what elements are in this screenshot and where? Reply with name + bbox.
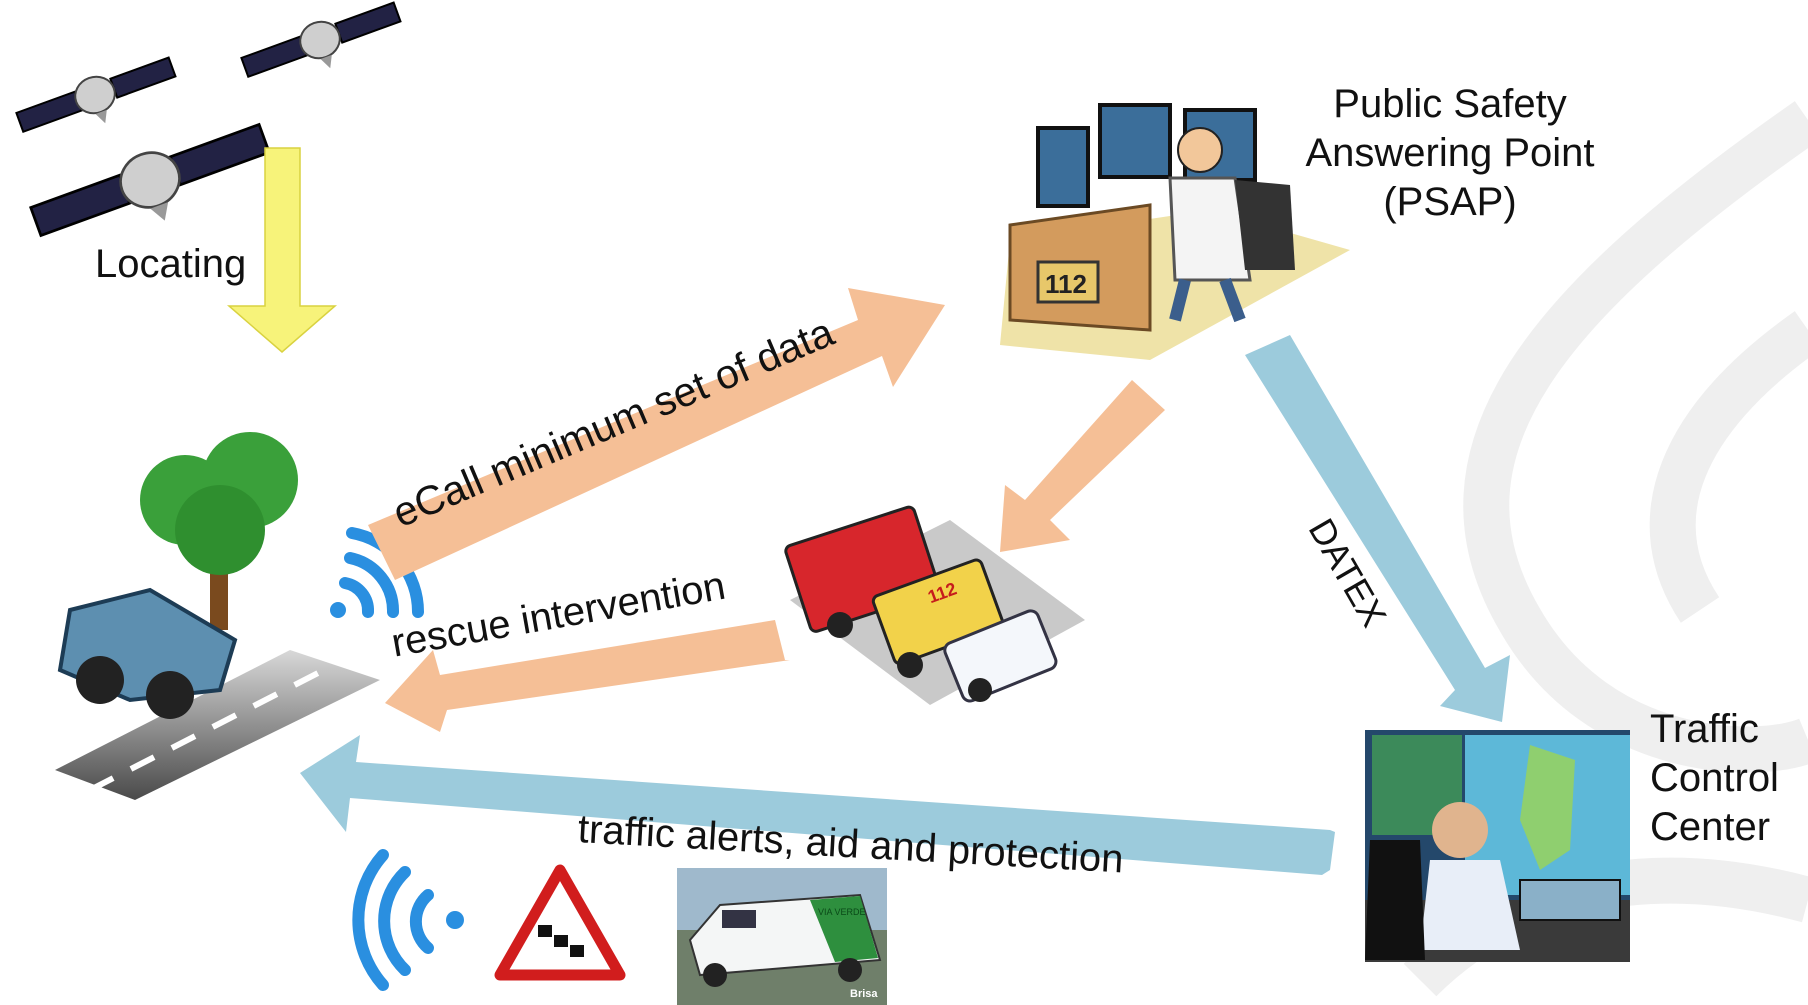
alert-wifi-icon [352,849,464,991]
psap-label: Public Safety Answering Point (PSAP) [1275,80,1625,226]
rescue-arrow [385,620,790,732]
tcc-label-line2: Control [1650,755,1779,800]
psap-label-line2: Answering Point [1305,130,1595,175]
tcc-label-line1: Traffic [1650,707,1759,751]
psap-label-line3: (PSAP) [1383,179,1517,224]
traffic-jam-warning-sign-icon [494,864,626,981]
van-brand-label: VIA VERDE [818,907,866,917]
emergency-vehicles-icon: 112 [784,505,1085,705]
satellite-icon [15,56,177,134]
assistance-van-icon: VIA VERDE Brisa [677,868,887,1005]
ecall-arrow [368,288,945,580]
locating-label: Locating [95,242,247,286]
crashed-car-icon [55,432,380,800]
tcc-label-line3: Center [1650,804,1771,849]
desk-112-label: 112 [1045,269,1087,299]
locating-arrow [226,147,338,353]
traffic-alerts-arrow [300,735,1335,875]
satellite-icon [29,122,271,238]
psap-operator-icon: 112 [1000,103,1350,360]
dispatch-arrow [1000,380,1165,552]
datex-arrow [1245,335,1510,722]
van-logo-label: Brisa [850,988,878,1000]
traffic-control-room-icon [1365,730,1630,962]
psap-label-line1: Public Safety [1333,82,1567,126]
car-wifi-icon [330,527,425,618]
satellite-icon [240,1,402,79]
tcc-label: Traffic Control Center [1650,705,1779,851]
